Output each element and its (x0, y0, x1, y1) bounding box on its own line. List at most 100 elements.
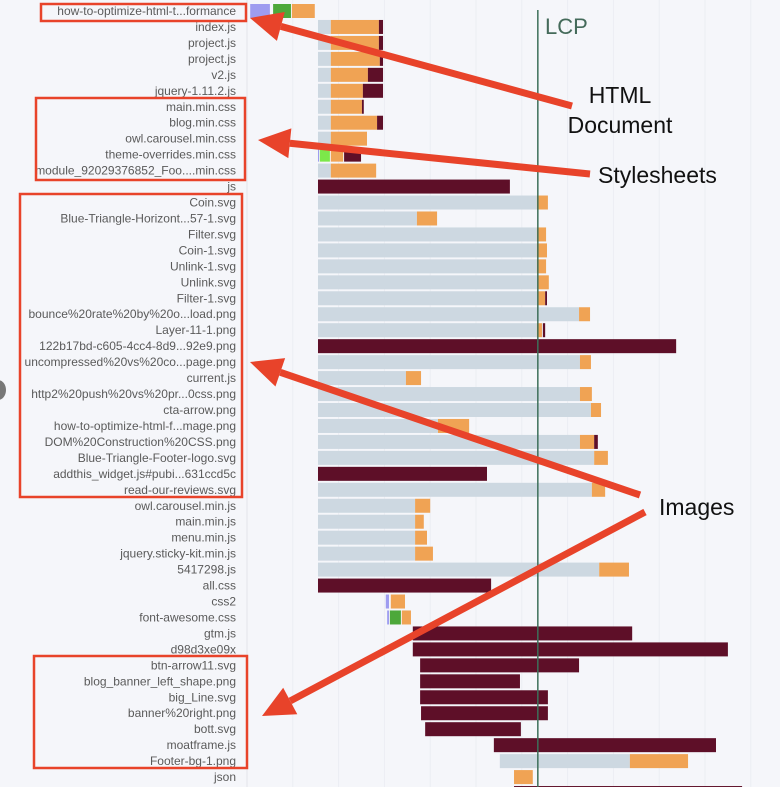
request-label[interactable]: Coin-1.svg (179, 243, 236, 257)
request-row[interactable] (317, 307, 591, 322)
request-row[interactable] (317, 211, 438, 226)
request-label[interactable]: bounce%20rate%20by%20o...load.png (29, 307, 237, 321)
request-row[interactable] (317, 371, 422, 386)
request-label[interactable]: Coin.svg (189, 196, 236, 210)
scroll-handle[interactable] (0, 380, 6, 400)
request-row[interactable] (317, 482, 606, 497)
request-label[interactable]: Unlink.svg (181, 275, 236, 289)
request-label[interactable]: js (226, 180, 236, 194)
request-row[interactable] (317, 514, 424, 529)
request-row[interactable] (317, 546, 433, 561)
request-row[interactable] (420, 674, 520, 689)
request-row[interactable] (317, 434, 598, 449)
request-row[interactable] (317, 163, 377, 178)
request-row[interactable] (317, 51, 384, 66)
request-label[interactable]: main.min.css (166, 100, 236, 114)
request-label[interactable]: module_92029376852_Foo....min.css (35, 164, 236, 178)
request-label[interactable]: DOM%20Construction%20CSS.png (45, 435, 236, 449)
request-label[interactable]: json (213, 770, 236, 784)
request-row[interactable] (317, 339, 677, 354)
request-label[interactable]: read-our-reviews.svg (124, 483, 236, 497)
request-label[interactable]: bott.svg (194, 722, 236, 736)
request-label[interactable]: gtm.js (204, 626, 236, 640)
request-row[interactable] (317, 562, 629, 577)
request-label[interactable]: owl.carousel.min.js (135, 499, 236, 513)
request-row[interactable] (317, 355, 591, 370)
request-label[interactable]: blog_banner_left_shape.png (84, 674, 236, 688)
request-label[interactable]: jquery-1.11.2.js (154, 84, 236, 98)
request-label[interactable]: Layer-11-1.png (156, 323, 237, 337)
request-row[interactable] (317, 275, 549, 290)
request-row[interactable] (317, 387, 592, 402)
request-row[interactable] (412, 626, 633, 641)
request-label[interactable]: banner%20right.png (128, 706, 236, 720)
request-label[interactable]: theme-overrides.min.css (105, 148, 236, 162)
request-label[interactable]: how-to-optimize-html-t...formance (57, 4, 236, 18)
request-label[interactable]: Blue-Triangle-Horizont...57-1.svg (60, 211, 236, 225)
request-row[interactable] (514, 770, 533, 785)
request-label[interactable]: btn-arrow11.svg (151, 658, 236, 672)
request-row[interactable] (317, 530, 427, 545)
request-label[interactable]: font-awesome.css (139, 610, 236, 624)
lcp-label: LCP (545, 14, 588, 39)
request-row[interactable] (317, 243, 547, 258)
request-label[interactable]: main.min.js (175, 515, 236, 529)
request-row[interactable] (412, 642, 728, 657)
request-row[interactable] (493, 738, 716, 753)
request-row[interactable] (317, 466, 487, 481)
request-row[interactable] (420, 690, 548, 705)
request-row[interactable] (317, 291, 547, 306)
request-label[interactable]: css2 (211, 595, 236, 609)
request-label[interactable]: Footer-bg-1.png (150, 754, 236, 768)
request-label[interactable]: current.js (187, 371, 236, 385)
request-row[interactable] (387, 610, 411, 625)
request-label[interactable]: addthis_widget.js#pubi...631ccd5c (53, 467, 236, 481)
request-row[interactable] (317, 19, 384, 34)
request-row[interactable] (317, 83, 384, 98)
request-row[interactable] (385, 594, 406, 609)
request-row[interactable] (421, 706, 548, 721)
request-label[interactable]: Filter-1.svg (177, 291, 236, 305)
request-label[interactable]: Filter.svg (188, 227, 236, 241)
request-row[interactable] (317, 578, 492, 593)
request-row[interactable] (317, 67, 384, 82)
request-label[interactable]: moatframe.js (167, 738, 236, 752)
request-label[interactable]: 122b17bd-c605-4cc4-8d9...92e9.png (39, 339, 236, 353)
request-label[interactable]: http2%20push%20vs%20pr...0css.png (31, 387, 236, 401)
request-label[interactable]: v2.js (211, 68, 236, 82)
request-row[interactable] (317, 115, 384, 130)
request-row[interactable] (317, 227, 547, 242)
request-row[interactable] (317, 418, 470, 433)
request-label[interactable]: owl.carousel.min.css (125, 132, 236, 146)
request-row[interactable] (317, 259, 547, 274)
request-label[interactable]: Unlink-1.svg (170, 259, 236, 273)
request-label[interactable]: uncompressed%20vs%20co...page.png (25, 355, 236, 369)
request-label[interactable]: d98d3xe09x (171, 642, 236, 656)
bar-segment-download (536, 227, 547, 242)
request-row[interactable] (499, 754, 689, 769)
request-row[interactable] (317, 131, 367, 146)
request-row[interactable] (317, 179, 510, 194)
request-label[interactable]: all.css (203, 579, 236, 593)
request-label[interactable]: big_Line.svg (169, 690, 236, 704)
request-label[interactable]: project.js (188, 36, 236, 50)
request-label[interactable]: Blue-Triangle-Footer-logo.svg (78, 451, 236, 465)
request-row[interactable] (317, 498, 431, 513)
request-row[interactable] (317, 99, 364, 114)
request-row[interactable] (317, 195, 548, 210)
request-label[interactable]: jquery.sticky-kit.min.js (119, 547, 236, 561)
request-row[interactable] (317, 450, 608, 465)
request-label[interactable]: how-to-optimize-html-f...mage.png (54, 419, 236, 433)
request-row[interactable] (317, 323, 546, 338)
bar-segment-download (594, 450, 608, 465)
request-row[interactable] (317, 403, 602, 417)
request-label[interactable]: cta-arrow.png (163, 403, 236, 417)
request-row[interactable] (425, 722, 521, 737)
request-label[interactable]: menu.min.js (171, 531, 236, 545)
request-label[interactable]: blog.min.css (169, 116, 236, 130)
bar-segment-execute (493, 738, 716, 753)
request-label[interactable]: project.js (188, 52, 236, 66)
request-row[interactable] (420, 658, 580, 673)
request-label[interactable]: index.js (195, 20, 236, 34)
request-label[interactable]: 5417298.js (177, 563, 236, 577)
